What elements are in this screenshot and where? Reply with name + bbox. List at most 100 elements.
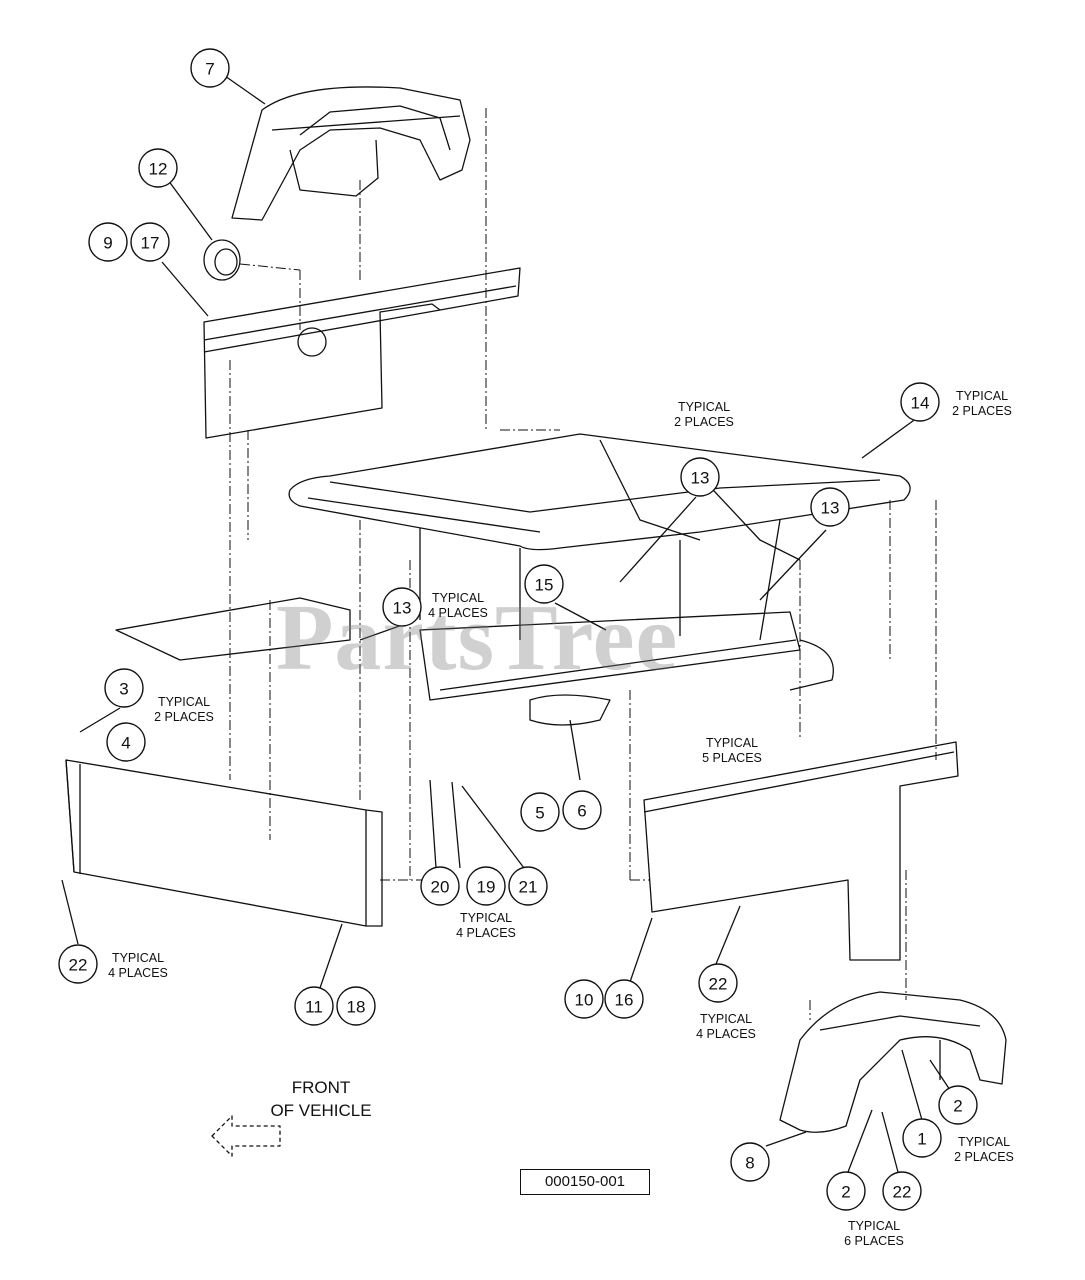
callout-18: 18 bbox=[336, 986, 376, 1026]
callout-16: 16 bbox=[604, 979, 644, 1019]
callout-circle bbox=[882, 1171, 922, 1211]
watermark: PartsTree bbox=[276, 586, 679, 690]
callout-number: 2 bbox=[953, 1097, 962, 1116]
callout-number: 5 bbox=[535, 804, 544, 823]
left-side-panel-part bbox=[65, 759, 383, 927]
typical-note-1: TYPICAL 2 PLACES bbox=[674, 400, 734, 429]
callout-number: 2 bbox=[841, 1183, 850, 1202]
callout-number: 6 bbox=[577, 802, 586, 821]
callout-19: 19 bbox=[466, 866, 506, 906]
callout-number: 22 bbox=[69, 956, 88, 975]
callout-number: 4 bbox=[121, 734, 130, 753]
callout-circle bbox=[680, 457, 720, 497]
callout-circle bbox=[524, 564, 564, 604]
callout-number: 22 bbox=[709, 975, 728, 994]
front-of-vehicle-label: FRONT OF VEHICLE bbox=[270, 1078, 372, 1120]
leader-lines bbox=[61, 75, 951, 1173]
callout-1: 1 bbox=[902, 1118, 942, 1158]
typical-note-6: TYPICAL 4 PLACES bbox=[456, 911, 516, 940]
callout-21: 21 bbox=[508, 866, 548, 906]
callout-number: 13 bbox=[393, 599, 412, 618]
callout-15: 15 bbox=[524, 564, 564, 604]
grommet-part bbox=[203, 239, 241, 281]
callout-circle bbox=[902, 1118, 942, 1158]
callout-number: 13 bbox=[691, 469, 710, 488]
callout-circle bbox=[420, 866, 460, 906]
callout-2: 2 bbox=[938, 1085, 978, 1125]
rear-fender-part bbox=[231, 86, 471, 221]
callout-number: 17 bbox=[141, 234, 160, 253]
callout-circle bbox=[900, 382, 940, 422]
callout-number: 13 bbox=[821, 499, 840, 518]
callout-22: 22 bbox=[698, 963, 738, 1003]
callout-10: 10 bbox=[564, 979, 604, 1019]
callout-14: 14 bbox=[900, 382, 940, 422]
callout-2: 2 bbox=[826, 1171, 866, 1211]
callout-number: 19 bbox=[477, 878, 496, 897]
callout-8: 8 bbox=[730, 1142, 770, 1182]
callout-circle bbox=[294, 986, 334, 1026]
callout-circle bbox=[564, 979, 604, 1019]
callout-circle bbox=[466, 866, 506, 906]
callout-circle bbox=[730, 1142, 770, 1182]
callout-5: 5 bbox=[520, 792, 560, 832]
callout-number: 3 bbox=[119, 680, 128, 699]
callout-number: 14 bbox=[911, 394, 930, 413]
typical-note-4: TYPICAL 2 PLACES bbox=[154, 695, 214, 724]
front-fender-part bbox=[779, 991, 1007, 1133]
callout-circle bbox=[562, 790, 602, 830]
callout-number: 21 bbox=[519, 878, 538, 897]
callout-number: 10 bbox=[575, 991, 594, 1010]
typical-note-5: TYPICAL 5 PLACES bbox=[702, 736, 762, 765]
callout-circle bbox=[604, 979, 644, 1019]
callout-20: 20 bbox=[420, 866, 460, 906]
callout-number: 8 bbox=[745, 1154, 754, 1173]
callout-number: 15 bbox=[535, 576, 554, 595]
callout-circle bbox=[698, 963, 738, 1003]
callout-circle bbox=[382, 587, 422, 627]
callout-number: 9 bbox=[103, 234, 112, 253]
callout-number: 7 bbox=[205, 60, 214, 79]
callout-circle bbox=[104, 668, 144, 708]
callout-circle bbox=[336, 986, 376, 1026]
typical-note-9: TYPICAL 2 PLACES bbox=[954, 1135, 1014, 1164]
frame-part bbox=[115, 433, 911, 726]
front-arrow-icon bbox=[211, 1115, 281, 1157]
callout-7: 7 bbox=[190, 48, 230, 88]
callout-6: 6 bbox=[562, 790, 602, 830]
callout-4: 4 bbox=[106, 722, 146, 762]
callout-circle bbox=[520, 792, 560, 832]
callout-number: 18 bbox=[347, 998, 366, 1017]
callout-17: 17 bbox=[130, 222, 170, 262]
callout-number: 12 bbox=[149, 160, 168, 179]
callout-11: 11 bbox=[294, 986, 334, 1026]
callout-circle bbox=[508, 866, 548, 906]
rear-panel-part bbox=[203, 267, 521, 439]
callout-circle bbox=[938, 1085, 978, 1125]
callout-22: 22 bbox=[58, 944, 98, 984]
callout-3: 3 bbox=[104, 668, 144, 708]
callout-circle bbox=[130, 222, 170, 262]
callout-number: 16 bbox=[615, 991, 634, 1010]
callout-12: 12 bbox=[138, 148, 178, 188]
typical-note-3: TYPICAL 4 PLACES bbox=[428, 591, 488, 620]
callout-circle bbox=[138, 148, 178, 188]
typical-note-10: TYPICAL 6 PLACES bbox=[844, 1219, 904, 1248]
typical-note-8: TYPICAL 4 PLACES bbox=[696, 1012, 756, 1041]
right-side-panel-part bbox=[643, 741, 959, 961]
callout-number: 1 bbox=[917, 1130, 926, 1149]
callout-9: 9 bbox=[88, 222, 128, 262]
callout-circle bbox=[826, 1171, 866, 1211]
callout-circle bbox=[810, 487, 850, 527]
figure-number-box: 000150-001 bbox=[520, 1169, 650, 1195]
callout-number: 20 bbox=[431, 878, 450, 897]
callout-circle bbox=[58, 944, 98, 984]
callout-circle bbox=[106, 722, 146, 762]
typical-note-2: TYPICAL 2 PLACES bbox=[952, 389, 1012, 418]
callout-13: 13 bbox=[810, 487, 850, 527]
callout-number: 22 bbox=[893, 1183, 912, 1202]
typical-note-7: TYPICAL 4 PLACES bbox=[108, 951, 168, 980]
callout-circle bbox=[190, 48, 230, 88]
